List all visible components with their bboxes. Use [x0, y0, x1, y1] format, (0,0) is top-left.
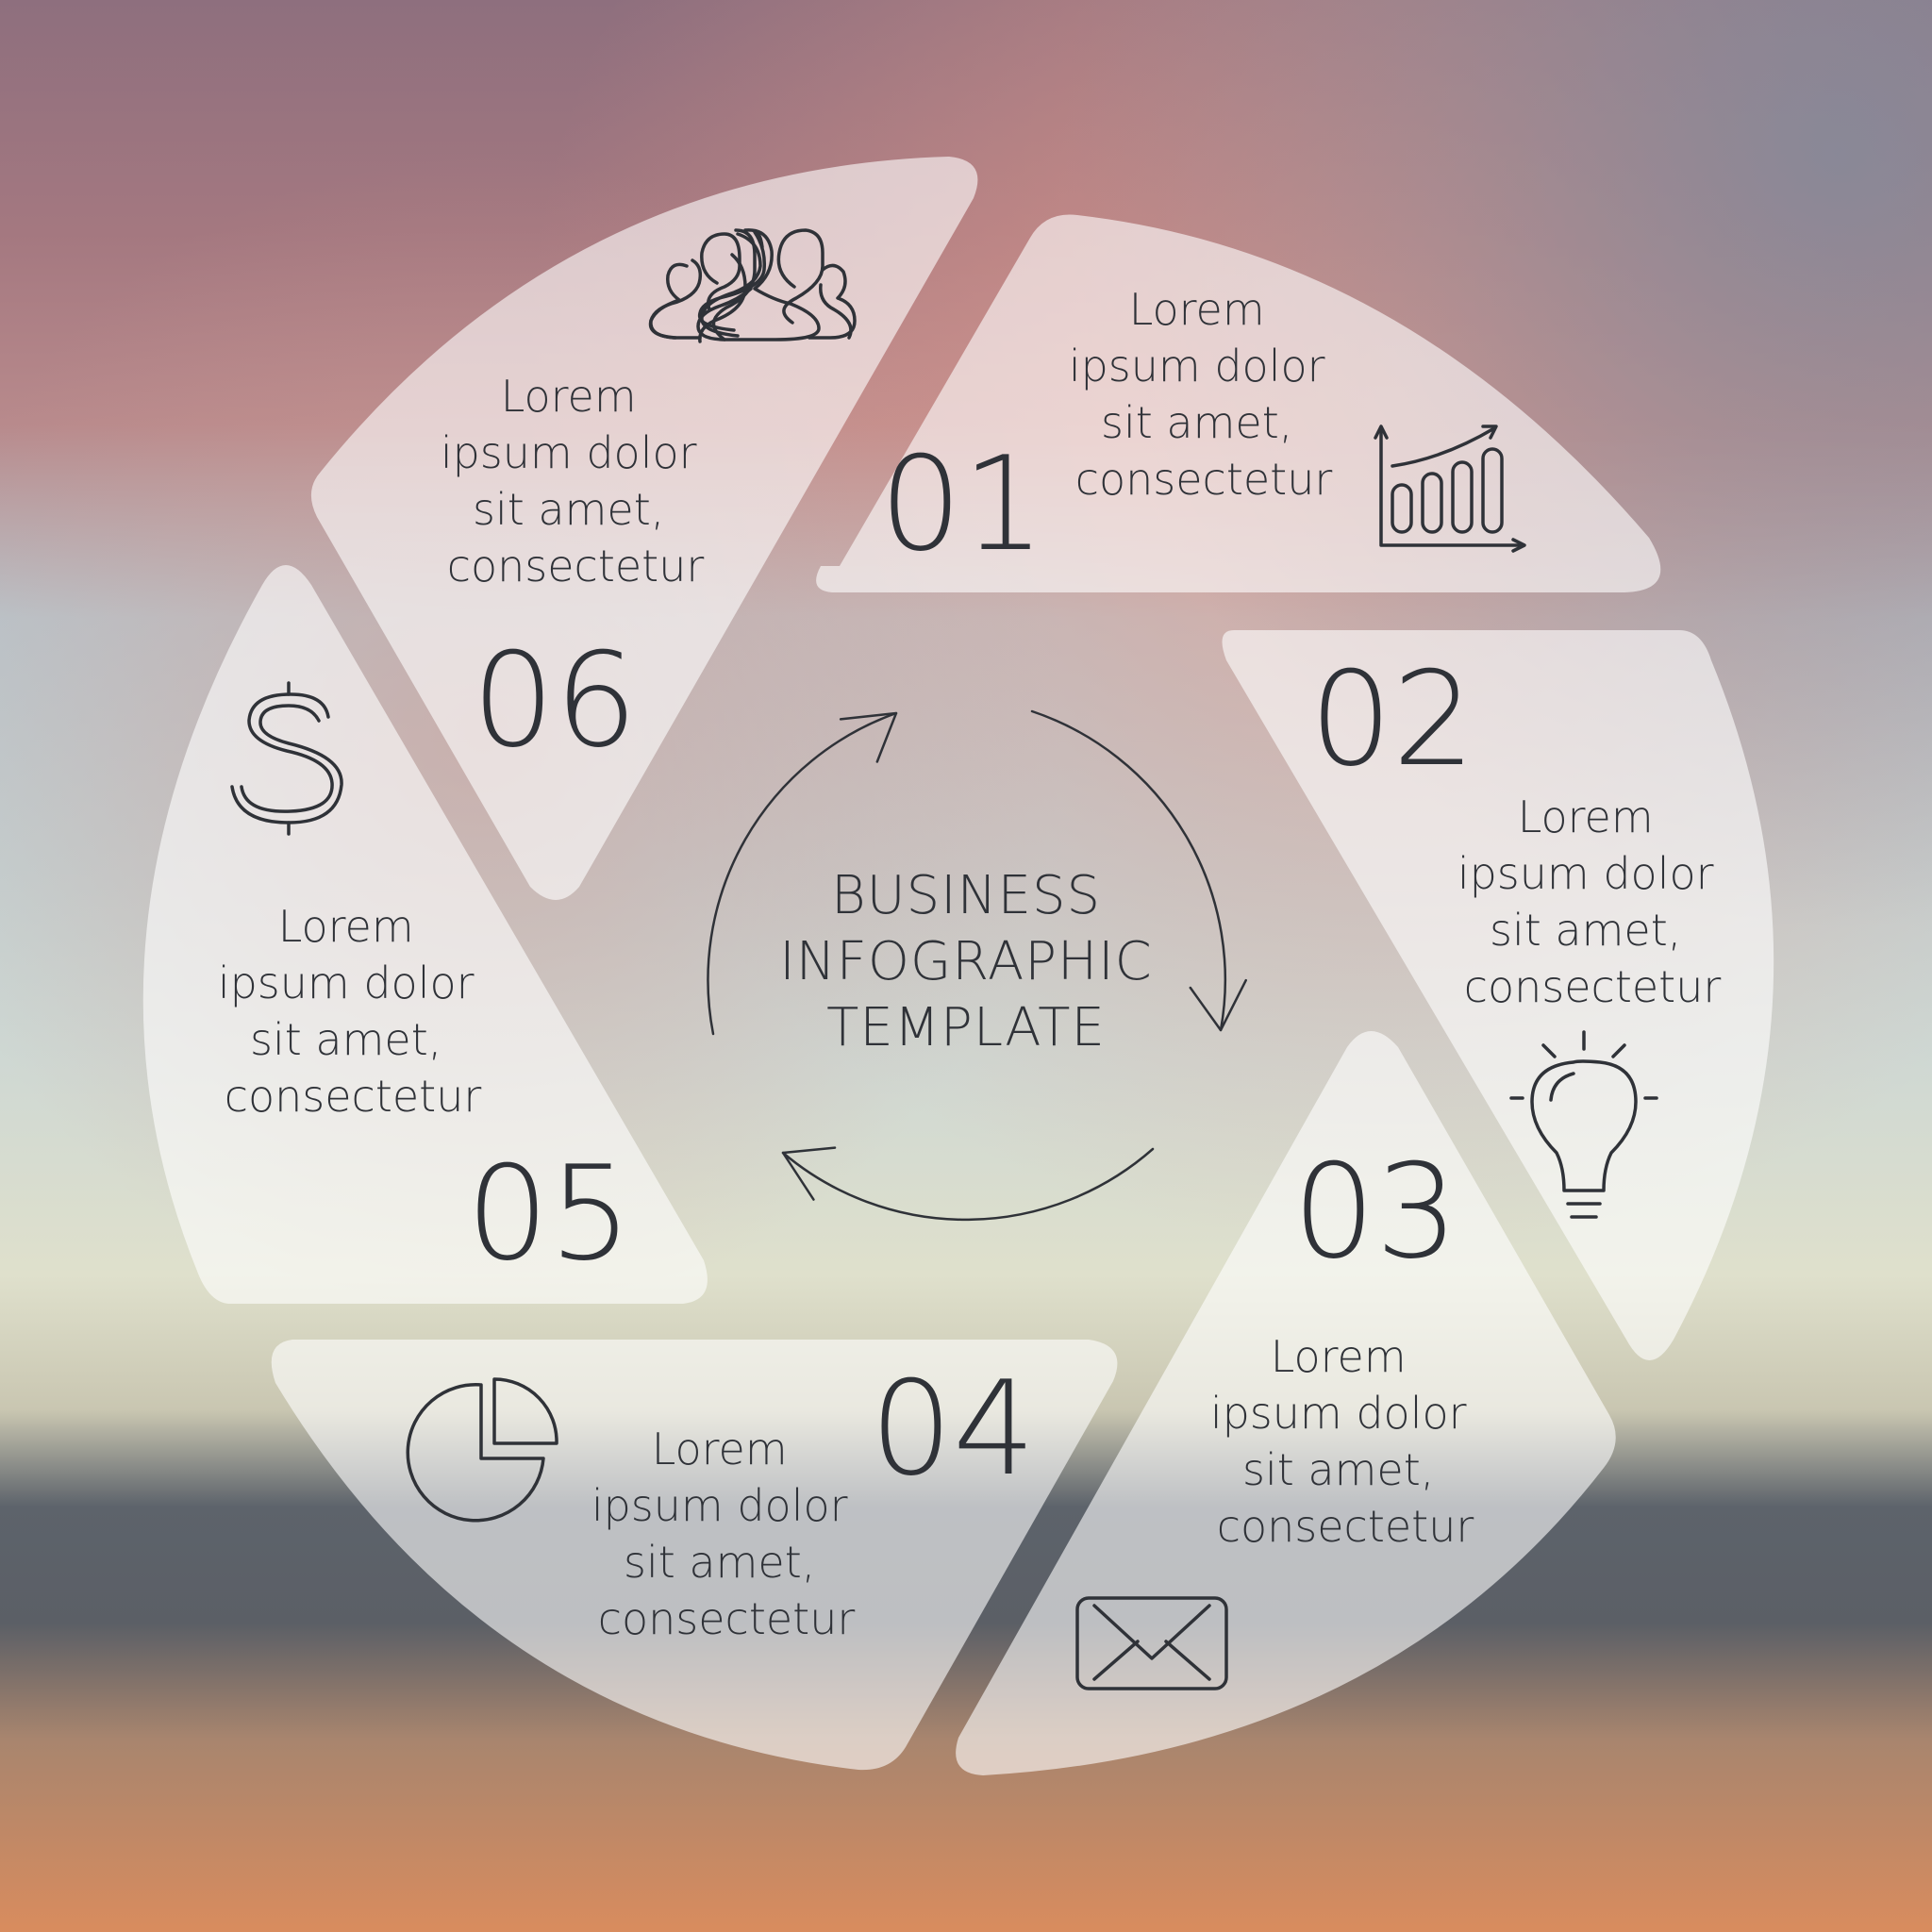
segment-03-label-line-1: Lorem: [1271, 1331, 1407, 1382]
segment-06-label-line-3: sit amet,: [473, 484, 664, 535]
cycle-arc-3: [781, 1147, 1155, 1222]
lightbulb-icon: [1509, 1030, 1658, 1219]
segment-06-label-line-1: Lorem: [501, 371, 637, 422]
segment-05-number: 05: [466, 1138, 632, 1290]
envelope-icon: [1075, 1596, 1228, 1690]
segments-layer: [142, 157, 1774, 1775]
segment-01-label-line-4: consectetur: [1075, 454, 1333, 505]
segment-01-label-line-3: sit amet,: [1101, 397, 1292, 448]
center-title-line-1: BUSINESS: [831, 865, 1101, 926]
segment-01-label-line-1: Lorem: [1129, 284, 1265, 335]
center-title-line-3: TEMPLATE: [826, 997, 1106, 1058]
segment-02-number: 02: [1309, 643, 1475, 795]
segment-03-label: Lorem ipsum dolor sit amet, consectetur: [1210, 1331, 1480, 1552]
segment-02-shape[interactable]: [1222, 630, 1774, 1360]
users-icon: [648, 228, 857, 343]
segment-06-label: Lorem ipsum dolor sit amet, consectetur: [441, 371, 710, 591]
cycle-arc-1: [707, 711, 898, 1036]
arrowhead-1: [839, 693, 914, 769]
segment-01-shape[interactable]: [816, 214, 1661, 593]
cycle-arrows: [707, 693, 1247, 1222]
dollar-icon: [230, 681, 343, 836]
segment-04-label-line-1: Lorem: [652, 1424, 788, 1474]
segment-05-label-line-1: Lorem: [278, 901, 414, 952]
segment-04-shape[interactable]: [271, 1340, 1118, 1771]
segment-06-shape[interactable]: [310, 157, 978, 900]
segment-04-label-line-3: sit amet,: [624, 1537, 815, 1588]
segment-03-label-line-3: sit amet,: [1242, 1444, 1434, 1495]
segment-02-label-line-2: ipsum dolor: [1457, 848, 1714, 899]
center-title: BUSINESS INFOGRAPHIC TEMPLATE: [779, 865, 1153, 1058]
segment-numbers: 01 02 03 04 05 06: [466, 428, 1475, 1505]
bar-chart-icon: [1374, 425, 1526, 553]
segment-01-number: 01: [879, 428, 1045, 580]
segment-04-label: Lorem ipsum dolor sit amet, consectetur: [591, 1424, 861, 1644]
segment-03-number: 03: [1292, 1136, 1458, 1288]
cycle-arc-2: [1030, 709, 1227, 1032]
center-title-line-2: INFOGRAPHIC: [779, 931, 1153, 992]
segment-05-label-line-4: consectetur: [225, 1071, 482, 1122]
segment-02-label: Lorem ipsum dolor sit amet, consectetur: [1457, 791, 1727, 1012]
segment-06-number: 06: [472, 625, 638, 776]
segment-04-label-line-2: ipsum dolor: [591, 1480, 848, 1531]
segment-05-label-line-2: ipsum dolor: [218, 958, 475, 1008]
segment-01-label-line-2: ipsum dolor: [1069, 341, 1325, 391]
segment-01-label: Lorem ipsum dolor sit amet, consectetur: [1069, 284, 1339, 505]
segment-05-label: Lorem ipsum dolor sit amet, consectetur: [218, 901, 488, 1122]
segment-02-label-line-4: consectetur: [1464, 961, 1722, 1012]
segment-03-label-line-2: ipsum dolor: [1210, 1388, 1467, 1439]
segment-05-label-line-3: sit amet,: [250, 1014, 441, 1065]
segment-06-label-line-2: ipsum dolor: [441, 427, 697, 478]
segment-04-number: 04: [870, 1353, 1036, 1505]
segment-06-label-line-4: consectetur: [447, 541, 705, 591]
segment-labels: Lorem ipsum dolor sit amet, consectetur …: [218, 284, 1727, 1644]
segment-04-label-line-4: consectetur: [598, 1593, 856, 1644]
segment-03-shape[interactable]: [956, 1031, 1616, 1775]
arrowhead-2: [1185, 974, 1247, 1034]
segment-03-label-line-4: consectetur: [1217, 1501, 1474, 1552]
segment-02-label-line-1: Lorem: [1518, 791, 1654, 842]
pie-chart-icon: [406, 1377, 558, 1523]
segment-02-label-line-3: sit amet,: [1490, 905, 1681, 956]
